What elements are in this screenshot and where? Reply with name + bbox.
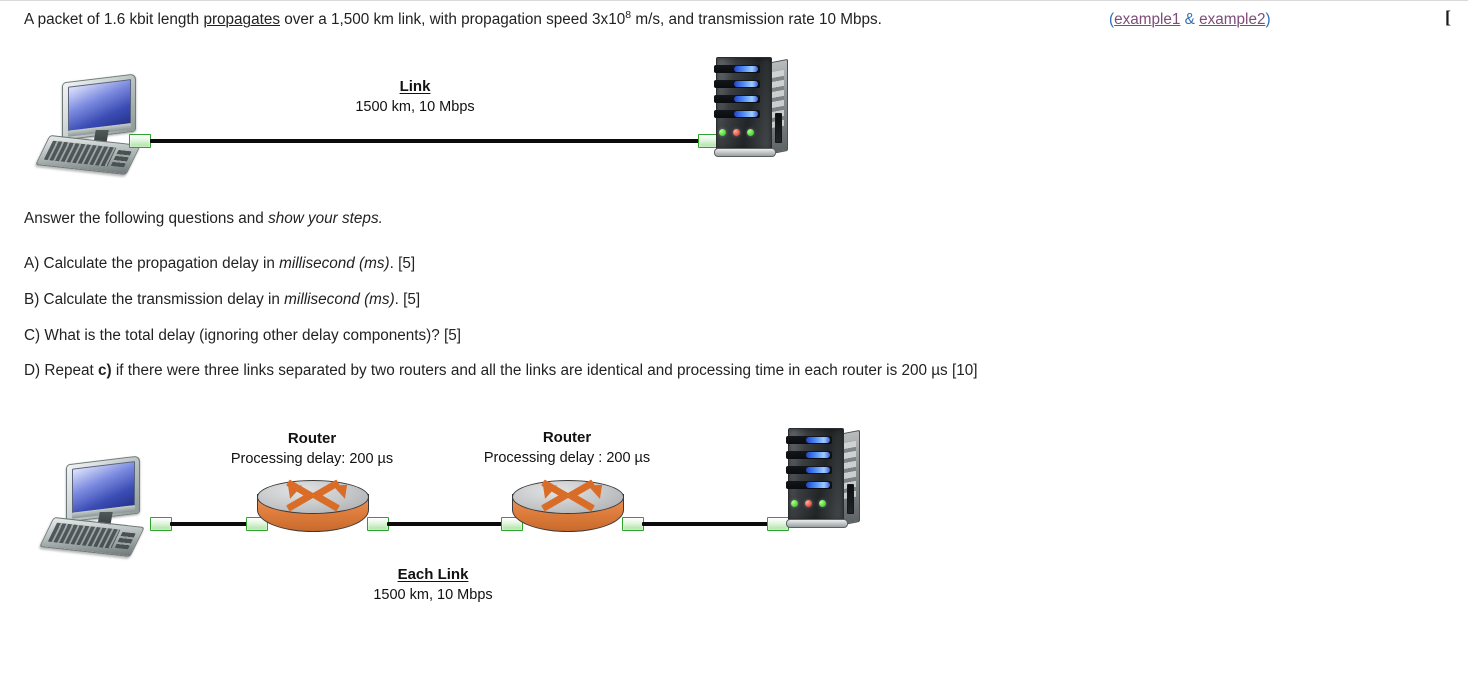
server-drive-bay — [714, 65, 760, 73]
status-led-red — [805, 500, 812, 507]
paren-close: ) — [1265, 11, 1271, 28]
keyboard-icon — [35, 134, 141, 176]
status-led-green — [747, 129, 754, 136]
status-led-red — [733, 129, 740, 136]
statement-keyword-propagates: propagates — [203, 11, 280, 28]
instruction-emphasis: show your steps. — [268, 210, 383, 227]
connector-client-2 — [150, 517, 172, 531]
server-drive-bay — [786, 481, 832, 489]
top-divider — [0, 0, 1468, 1]
router-1-label: Router Processing delay: 200 µs — [212, 430, 412, 467]
statement-part-1: A packet of 1.6 kbit length — [24, 11, 204, 28]
router-1-title: Router — [287, 430, 337, 447]
server-led-group — [791, 500, 826, 507]
workstation-icon-1 — [35, 73, 152, 182]
ampersand: & — [1180, 11, 1200, 28]
question-b-emphasis: millisecond (ms) — [284, 291, 395, 308]
diagram-single-link: Link 1500 km, 10 Mbps — [0, 48, 820, 188]
diagram-three-links: Router Processing delay: 200 µs Router P… — [0, 420, 900, 620]
question-b: B) Calculate the transmission delay in m… — [24, 289, 420, 310]
question-a: A) Calculate the propagation delay in mi… — [24, 253, 415, 274]
status-led-green — [819, 500, 826, 507]
server-drive-bay — [786, 466, 832, 474]
question-d-label: if there were three links separated by t… — [111, 362, 978, 379]
server-led-group — [719, 129, 754, 136]
router-2-sub: Processing delay : 200 µs — [483, 450, 651, 466]
connector-router1-out — [367, 517, 389, 531]
each-link-sub: 1500 km, 10 Mbps — [373, 587, 493, 603]
status-led-green — [791, 500, 798, 507]
link-cable-1 — [150, 139, 702, 143]
statement-part-2: over a 1,500 km link, with propagation s… — [279, 11, 626, 28]
statement-exponent: 8 — [625, 8, 632, 21]
connector-router2-in — [501, 517, 523, 531]
question-statement: A packet of 1.6 kbit length propagates o… — [24, 9, 882, 31]
link-cable-2c — [642, 522, 770, 526]
instruction-line: Answer the following questions and show … — [24, 208, 383, 229]
link-label-1-title: Link — [399, 78, 431, 95]
server-base-foot — [786, 519, 848, 528]
statement-part-3: m/s, and transmission rate 10 Mbps. — [631, 11, 882, 28]
question-b-label: B) Calculate the transmission delay in — [24, 291, 285, 308]
server-optical-slot — [847, 484, 854, 514]
workstation-icon-2 — [39, 455, 156, 564]
question-c: C) What is the total delay (ignoring oth… — [24, 325, 461, 346]
link-label-1-sub: 1500 km, 10 Mbps — [355, 99, 475, 115]
connector-router2-out — [622, 517, 644, 531]
server-drive-bay — [714, 95, 760, 103]
router-2-label: Router Processing delay : 200 µs — [467, 429, 667, 466]
question-a-label: A) Calculate the propagation delay in — [24, 255, 280, 272]
question-a-tail: . [5] — [389, 255, 416, 272]
connector-router1-in — [246, 517, 268, 531]
router-1-sub: Processing delay: 200 µs — [230, 451, 394, 467]
link-cable-2b — [387, 522, 504, 526]
right-bracket-marker: [ — [1445, 7, 1451, 27]
server-icon-1 — [710, 57, 788, 157]
question-d-prefix: D) Repeat — [24, 362, 98, 379]
link-cable-2a — [170, 522, 250, 526]
example-links-group: (example1 & example2) — [1109, 9, 1271, 31]
connector-client-1 — [129, 134, 151, 148]
question-d-bold-ref: c) — [97, 362, 112, 379]
server-icon-2 — [782, 428, 860, 528]
server-drive-bay — [786, 451, 832, 459]
each-link-label: Each Link 1500 km, 10 Mbps — [333, 566, 533, 603]
example1-link[interactable]: example1 — [1114, 11, 1181, 28]
question-a-emphasis: millisecond (ms) — [279, 255, 390, 272]
server-drive-bay — [714, 80, 760, 88]
server-optical-slot — [775, 113, 782, 143]
example2-link[interactable]: example2 — [1199, 11, 1266, 28]
router-icon-2 — [512, 478, 624, 542]
status-led-green — [719, 129, 726, 136]
server-base-foot — [714, 148, 776, 157]
keyboard-icon — [39, 516, 145, 558]
instruction-lead: Answer the following questions and — [24, 210, 269, 227]
question-c-label: C) What is the total delay (ignoring oth… — [24, 327, 462, 344]
router-2-title: Router — [542, 429, 592, 446]
server-drive-bay — [714, 110, 760, 118]
question-d: D) Repeat c) if there were three links s… — [24, 360, 977, 381]
question-b-tail: . [5] — [394, 291, 421, 308]
server-drive-bay — [786, 436, 832, 444]
paren-open: ( — [1109, 11, 1115, 28]
link-label-1: Link 1500 km, 10 Mbps — [315, 78, 515, 115]
each-link-title: Each Link — [397, 566, 469, 583]
router-icon-1 — [257, 478, 369, 542]
